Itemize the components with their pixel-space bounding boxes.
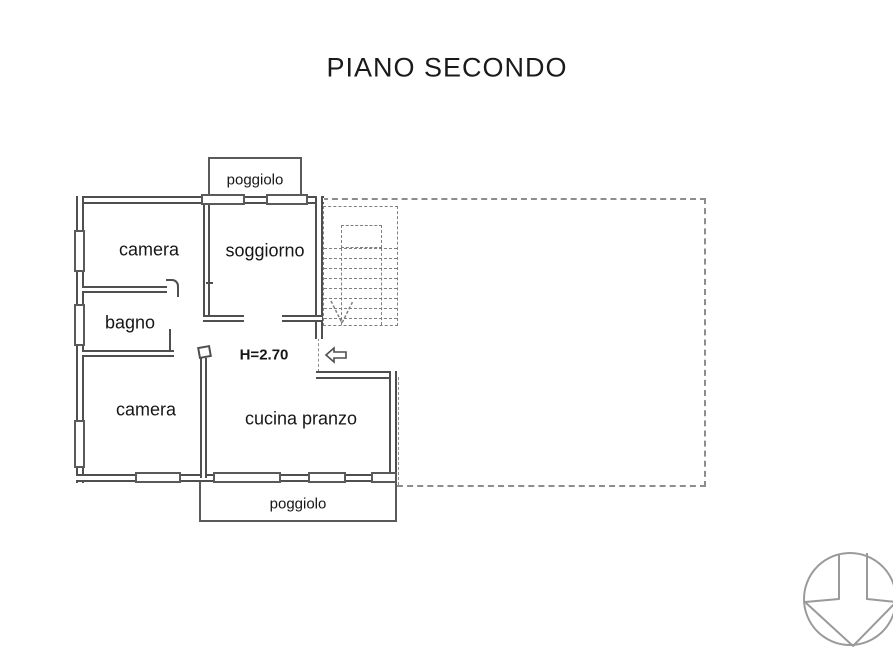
room-label-soggiorno: soggiorno — [225, 240, 305, 261]
stair-tread — [324, 318, 397, 319]
room-label-cucina: cucina pranzo — [244, 408, 358, 429]
stair-stringer-left — [341, 248, 342, 325]
wall-cucina-top — [316, 371, 397, 379]
door-leaf-bagno-bottom — [169, 329, 171, 352]
stair-tread — [324, 298, 397, 299]
stair-tread — [324, 288, 397, 289]
wall-camera-soggiorno-divider — [203, 204, 210, 322]
door-leaf-bagno-top — [166, 279, 179, 297]
stair-tread — [324, 268, 397, 269]
room-label-bagno: bagno — [104, 312, 156, 333]
stair-tread — [324, 258, 397, 259]
window-left-camera — [74, 230, 85, 272]
balcony-top — [208, 157, 302, 199]
wall-soggiorno-bottom — [282, 315, 322, 322]
wall-camera-cucina-divider — [200, 358, 207, 478]
window-bottom-cucina-3 — [371, 472, 397, 483]
wall-outer-right-upper — [315, 196, 323, 339]
ceiling-height-annotation: H=2.70 — [239, 346, 289, 364]
north-arrow-logo-icon — [803, 552, 893, 647]
staircase — [323, 206, 398, 326]
wall-outer-top — [76, 196, 324, 204]
stair-landing — [341, 225, 382, 248]
window-bottom-camera — [135, 472, 181, 483]
window-left-bagno — [74, 304, 85, 346]
entry-arrow-icon — [324, 346, 347, 364]
terrace-dashed-right-line — [704, 198, 706, 487]
stair-stringer-right — [381, 248, 382, 325]
wall-cucina-right — [389, 371, 397, 481]
balcony-label-bottom: poggiolo — [269, 495, 327, 513]
window-bottom-cucina-2 — [308, 472, 346, 483]
wall-bagno-bottom — [82, 350, 174, 357]
terrace-dashed-bottom-line — [397, 485, 706, 487]
boundary-dashdot-line — [398, 377, 399, 485]
balcony-bottom — [199, 481, 397, 522]
page-title: PIANO SECONDO — [326, 52, 568, 83]
wall-bagno-top — [82, 286, 167, 293]
window-top-left — [201, 194, 245, 205]
window-top-right — [266, 194, 308, 205]
door-leaf-soggiorno — [206, 282, 213, 284]
stair-tread — [324, 308, 397, 309]
window-bottom-cucina-1 — [213, 472, 281, 483]
terrace-dashed-top-line — [322, 198, 706, 200]
room-label-camera-bottom: camera — [115, 399, 177, 420]
window-left-camera-bottom — [74, 420, 85, 468]
stair-tread — [324, 248, 397, 249]
stair-direction-mark-icon — [330, 300, 354, 325]
entry-opening-dashed-line — [318, 338, 319, 372]
balcony-label-top: poggiolo — [226, 171, 284, 189]
room-label-camera-top: camera — [118, 239, 180, 260]
stair-tread — [324, 278, 397, 279]
wall-hall-stub — [203, 315, 244, 322]
door-leaf-hall — [197, 344, 212, 360]
